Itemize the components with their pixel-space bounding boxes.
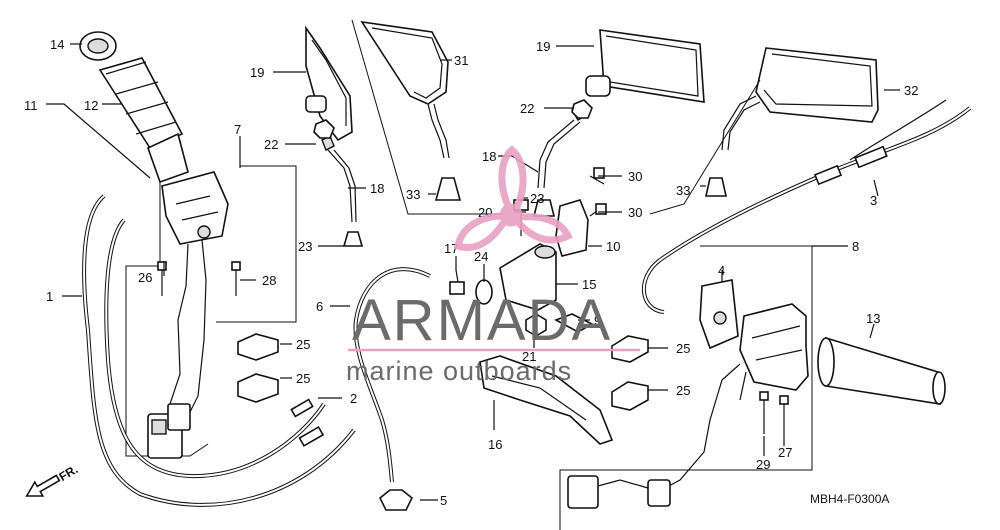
cable-adjuster-5	[378, 489, 414, 511]
callout-21: 21	[522, 349, 536, 364]
callout-13: 13	[866, 311, 880, 326]
callout-33-a: 33	[406, 187, 420, 202]
callout-2: 2	[350, 391, 357, 406]
nut-22-right	[571, 99, 593, 119]
cap-33-b	[705, 177, 727, 197]
callout-27: 27	[778, 445, 792, 460]
left-grip-12	[98, 57, 184, 150]
throttle-cable-2	[104, 218, 326, 479]
cap-23-a	[342, 231, 364, 247]
callout-23-a: 23	[298, 239, 312, 254]
callout-30-b: 30	[628, 205, 642, 220]
guide-lines	[125, 19, 813, 530]
right-switch-8	[739, 303, 809, 391]
bolt-29	[759, 391, 769, 434]
callout-19-a: 19	[250, 65, 264, 80]
callout-25-c: 25	[676, 341, 690, 356]
callout-22-b: 22	[520, 101, 534, 116]
callout-28: 28	[262, 273, 276, 288]
mirror-left-19	[305, 25, 353, 142]
callout-4: 4	[718, 263, 725, 278]
holder-10	[555, 199, 589, 257]
callout-18-a: 18	[370, 181, 384, 196]
left-switch-7	[161, 171, 229, 245]
callout-9: 9	[594, 313, 601, 328]
callout-labels: 14 11 12 1 7 26 28 25 25 2 19 22 18 23 6…	[24, 37, 918, 508]
watermark-subtitle: marine outboards	[346, 356, 572, 386]
lever-16	[479, 355, 614, 445]
nut-22-left	[313, 119, 335, 139]
callout-24: 24	[474, 249, 488, 264]
cap-33-a	[434, 177, 462, 201]
throttle-cables-3	[642, 99, 972, 314]
mirror-right-19	[585, 29, 705, 103]
callout-7: 7	[234, 122, 241, 137]
clamp-25-b	[237, 373, 279, 403]
callout-25-d: 25	[676, 383, 690, 398]
holder-15	[499, 243, 557, 311]
screws-30	[589, 167, 607, 217]
propeller-logo	[453, 145, 573, 251]
switch-9	[554, 313, 594, 333]
callout-18-b: 18	[482, 149, 496, 164]
callout-15: 15	[582, 277, 596, 292]
clamp-25-d	[611, 381, 649, 411]
callout-29: 29	[756, 457, 770, 472]
callout-23-b: 23	[530, 191, 544, 206]
callout-3: 3	[870, 193, 877, 208]
callout-22-a: 22	[264, 137, 278, 152]
throttle-pipe-11	[147, 132, 189, 184]
leader-lines	[46, 43, 900, 501]
callout-25-a: 25	[296, 337, 310, 352]
callout-1: 1	[46, 289, 53, 304]
callout-19-b: 19	[536, 39, 550, 54]
callout-33-b: 33	[676, 183, 690, 198]
callout-10: 10	[606, 239, 620, 254]
bolt-27	[779, 395, 789, 436]
callout-25-b: 25	[296, 371, 310, 386]
callout-26: 26	[138, 270, 152, 285]
callout-31: 31	[454, 53, 468, 68]
callout-6: 6	[316, 299, 323, 314]
callout-12: 12	[84, 98, 98, 113]
callout-14: 14	[50, 37, 64, 52]
front-arrow: FR.	[25, 462, 80, 497]
right-grip-13	[817, 336, 946, 405]
bolt-26	[157, 261, 167, 296]
right-switch-wires	[567, 363, 747, 509]
throttle-housing-4	[699, 279, 739, 350]
diagram-code: MBH4-F0300A	[810, 492, 889, 506]
callout-5: 5	[440, 493, 447, 508]
bolt-17	[449, 269, 465, 295]
bolt-28	[231, 261, 241, 296]
cable-ends	[290, 398, 325, 447]
mirror-stem-18-left	[321, 135, 357, 223]
mirror-right-32	[721, 47, 879, 151]
callout-30-a: 30	[628, 169, 642, 184]
mirror-left-31	[360, 20, 450, 159]
callout-16: 16	[488, 437, 502, 452]
throttle-cable-1	[82, 194, 356, 507]
watermark: ARMADA marine outboards	[346, 145, 640, 386]
callout-32: 32	[904, 83, 918, 98]
grip-end-14	[79, 31, 117, 61]
callout-8: 8	[852, 239, 859, 254]
callout-11: 11	[24, 98, 38, 113]
left-switch-wires	[147, 239, 207, 459]
nut-21	[525, 313, 547, 337]
clamp-25-a	[237, 333, 279, 361]
watermark-title: ARMADA	[352, 288, 612, 353]
